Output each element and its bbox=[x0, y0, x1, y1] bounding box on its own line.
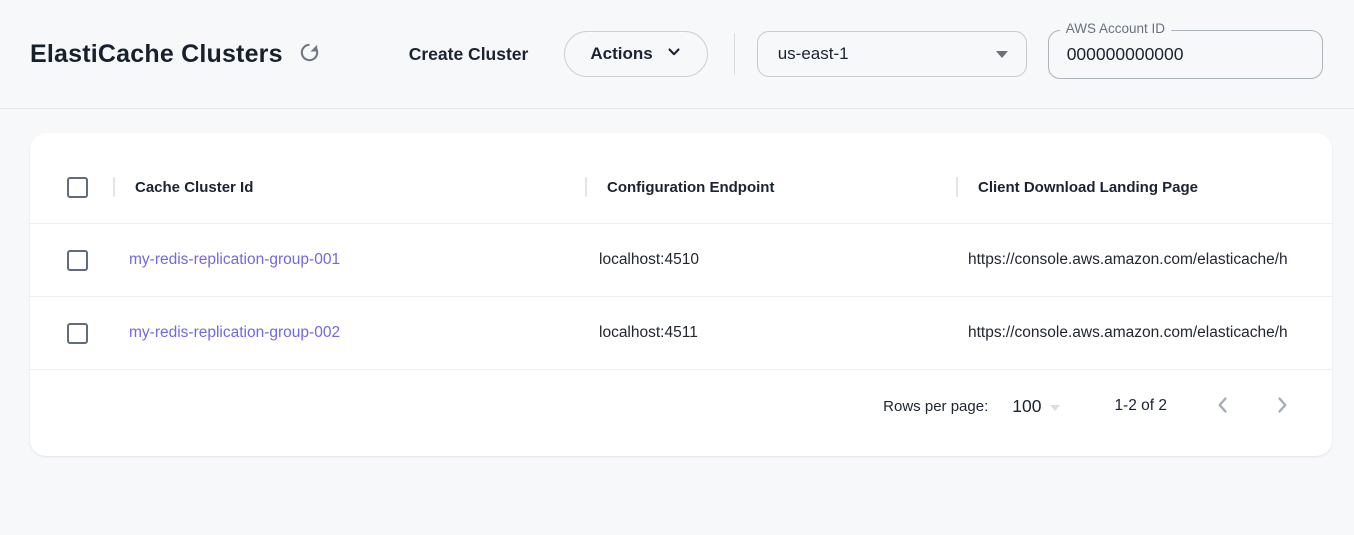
create-cluster-button[interactable]: Create Cluster bbox=[408, 43, 529, 64]
actions-button[interactable]: Actions bbox=[564, 31, 708, 77]
chevron-left-icon bbox=[1210, 392, 1236, 421]
table-row: my-redis-replication-group-001 localhost… bbox=[30, 224, 1332, 297]
table-header-row: Cache Cluster Id Configuration Endpoint … bbox=[30, 151, 1332, 224]
caret-down-icon bbox=[1050, 404, 1061, 411]
row-select-cell bbox=[30, 322, 113, 344]
pagination-range-label: 1-2 of 2 bbox=[1114, 397, 1167, 414]
region-select[interactable]: us-east-1 bbox=[756, 31, 1027, 77]
dropdown-arrow-icon bbox=[995, 50, 1008, 58]
select-all-cell bbox=[30, 176, 113, 198]
row-checkbox[interactable] bbox=[67, 249, 88, 271]
cache-cluster-id-link[interactable]: my-redis-replication-group-001 bbox=[129, 251, 341, 268]
next-page-button[interactable] bbox=[1268, 392, 1296, 420]
clusters-table-card: Cache Cluster Id Configuration Endpoint … bbox=[30, 133, 1332, 456]
rows-per-page-select[interactable]: 100 bbox=[1012, 395, 1061, 417]
row-select-cell bbox=[30, 249, 113, 271]
configuration-endpoint-cell: localhost:4510 bbox=[599, 251, 699, 268]
header-divider bbox=[733, 33, 735, 75]
column-header-cache-cluster-id[interactable]: Cache Cluster Id bbox=[135, 178, 254, 196]
aws-account-id-input[interactable] bbox=[1048, 43, 1322, 65]
region-select-value: us-east-1 bbox=[777, 44, 849, 63]
column-separator bbox=[956, 177, 958, 197]
column-separator bbox=[585, 177, 587, 197]
cache-cluster-id-cell: my-redis-replication-group-001 bbox=[113, 251, 583, 269]
cache-cluster-id-cell: my-redis-replication-group-002 bbox=[113, 324, 583, 342]
chevron-down-icon bbox=[666, 44, 682, 65]
row-checkbox[interactable] bbox=[67, 322, 88, 344]
cache-cluster-id-link[interactable]: my-redis-replication-group-002 bbox=[129, 324, 341, 341]
page-header: ElastiCache Clusters Create Cluster Acti… bbox=[0, 0, 1354, 109]
actions-button-label: Actions bbox=[590, 44, 653, 63]
aws-account-id-field: AWS Account ID bbox=[1047, 20, 1323, 79]
rows-per-page-value: 100 bbox=[1012, 395, 1042, 416]
refresh-button[interactable] bbox=[295, 39, 325, 69]
landing-page-cell: https://console.aws.amazon.com/elasticac… bbox=[968, 324, 1288, 341]
page-title: ElastiCache Clusters bbox=[30, 39, 283, 68]
column-header-client-download-landing-page[interactable]: Client Download Landing Page bbox=[978, 178, 1199, 196]
chevron-right-icon bbox=[1269, 392, 1295, 421]
column-header-configuration-endpoint[interactable]: Configuration Endpoint bbox=[607, 178, 775, 196]
aws-account-id-label: AWS Account ID bbox=[1059, 20, 1171, 36]
landing-page-cell: https://console.aws.amazon.com/elasticac… bbox=[968, 251, 1288, 268]
configuration-endpoint-cell: localhost:4511 bbox=[599, 324, 698, 341]
table-pagination: Rows per page: 100 1-2 of 2 bbox=[30, 370, 1332, 442]
column-separator bbox=[113, 177, 115, 197]
refresh-icon bbox=[298, 41, 321, 67]
table-row: my-redis-replication-group-002 localhost… bbox=[30, 297, 1332, 370]
previous-page-button[interactable] bbox=[1209, 392, 1237, 420]
select-all-checkbox[interactable] bbox=[67, 176, 88, 198]
rows-per-page-label: Rows per page: bbox=[883, 397, 989, 415]
